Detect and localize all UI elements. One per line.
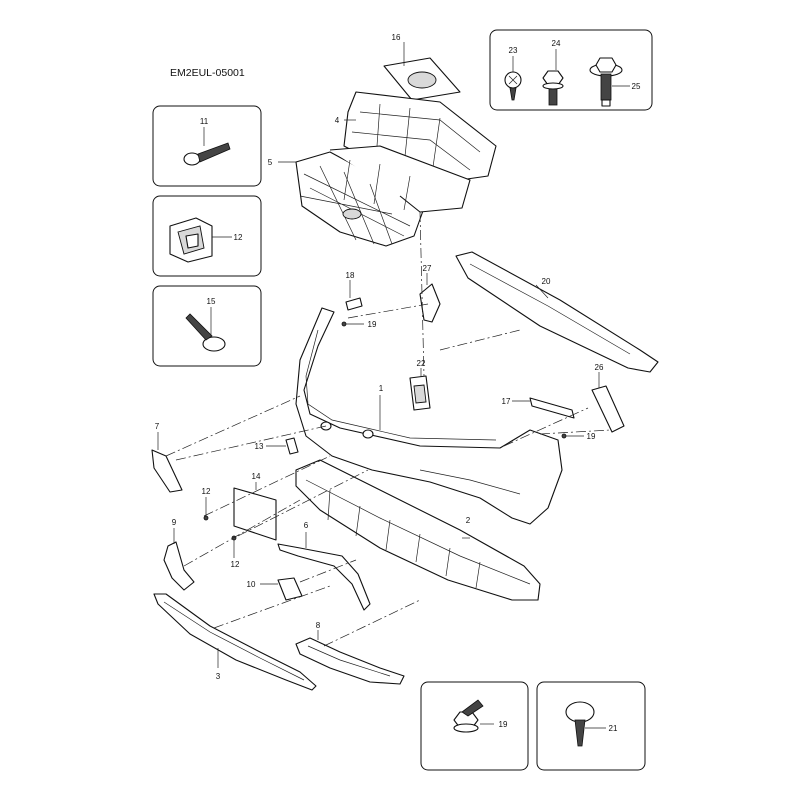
fastener-box-11: [152, 105, 262, 187]
label-19-right: 19: [587, 432, 596, 441]
fastener-box-15: [152, 285, 262, 367]
label-27: 27: [423, 264, 432, 273]
bracket-27: [419, 273, 441, 323]
grille-5: [278, 145, 471, 247]
label-24: 24: [552, 39, 561, 48]
label-25: 25: [632, 82, 641, 91]
callout-labels: 1 2 3 4 5 6 7 8 9 10 11 12 12 12 13 14 1…: [155, 33, 641, 733]
bracket-16: [383, 42, 461, 101]
label-3: 3: [216, 672, 221, 681]
label-13: 13: [255, 442, 264, 451]
label-17: 17: [502, 397, 511, 406]
clip-12-lower: [231, 535, 237, 558]
side-cover-9: [163, 528, 195, 591]
label-4: 4: [335, 116, 340, 125]
trim-17: [512, 397, 575, 419]
label-23: 23: [509, 46, 518, 55]
clip-12-upper: [203, 497, 209, 521]
clip-18: [341, 280, 364, 327]
label-8: 8: [316, 621, 321, 630]
label-7: 7: [155, 422, 160, 431]
label-12-upper: 12: [202, 487, 211, 496]
bracket-13: [266, 437, 299, 455]
front-bumper-cover-1: [295, 307, 563, 525]
fastener-box-19: [420, 681, 529, 771]
label-6: 6: [304, 521, 309, 530]
label-14: 14: [252, 472, 261, 481]
drawing-code: EM2EUL-05001: [170, 67, 245, 79]
clip-19-right: [561, 433, 584, 439]
label-2: 2: [466, 516, 471, 525]
license-bracket-14: [233, 482, 277, 541]
trim-strip-6: [277, 532, 371, 611]
bolt-24-icon: [542, 70, 564, 106]
lower-trim-8: [295, 630, 405, 685]
label-10: 10: [247, 580, 256, 589]
bracket-26: [591, 372, 625, 433]
label-12-box: 12: [234, 233, 243, 242]
assembly-lines: [165, 211, 611, 647]
fastener-box-21: [536, 681, 646, 771]
bracket-22: [409, 368, 431, 411]
label-22: 22: [417, 359, 426, 368]
bracket-20: [455, 251, 659, 373]
label-12-lower: 12: [231, 560, 240, 569]
label-19-upper: 19: [368, 320, 377, 329]
label-5: 5: [268, 158, 273, 167]
label-11: 11: [200, 117, 209, 126]
fastener-box-12: [152, 195, 262, 277]
cover-10: [260, 577, 303, 601]
label-15: 15: [207, 297, 216, 306]
label-19-box: 19: [499, 720, 508, 729]
label-18: 18: [346, 271, 355, 280]
label-1: 1: [379, 384, 384, 393]
fastener-box-top-right: [489, 29, 653, 111]
label-26: 26: [595, 363, 604, 372]
label-21: 21: [609, 724, 618, 733]
lower-spoiler-3: [153, 593, 317, 691]
label-20: 20: [542, 277, 551, 286]
side-bracket-7: [151, 432, 183, 493]
lower-grille-2: [295, 459, 541, 601]
label-9: 9: [172, 518, 177, 527]
bolt-25-icon: [589, 57, 623, 107]
label-16: 16: [392, 33, 401, 42]
